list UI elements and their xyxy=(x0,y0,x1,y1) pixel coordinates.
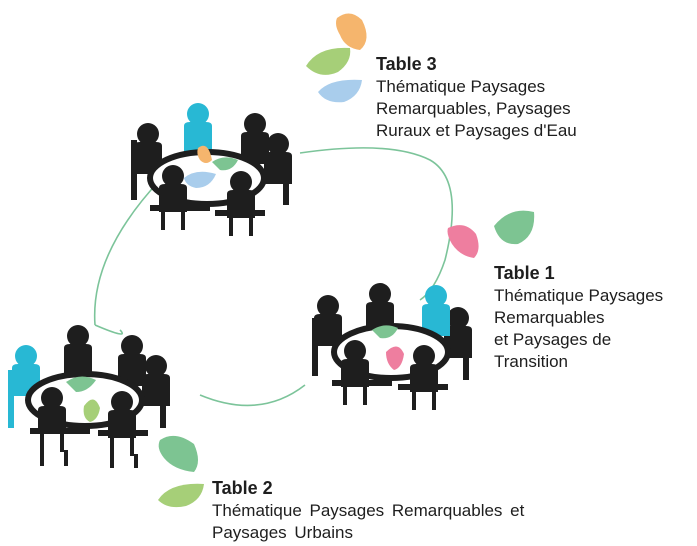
table-1-label: Table 1 Thématique Paysages Remarquables… xyxy=(494,262,663,373)
pink-leaf-icon xyxy=(447,225,479,258)
green-leaf-icon xyxy=(158,435,198,472)
table-1-line: Transition xyxy=(494,352,569,371)
table-2-label: Table 2 Thématique Paysages Remarquables… xyxy=(212,477,524,544)
table-3-line: Remarquables, Paysages xyxy=(376,99,571,118)
table-3-line: Thématique Paysages xyxy=(376,77,546,96)
person-highlight-icon xyxy=(184,103,212,154)
table-2-line: Paysages Urbains xyxy=(212,523,353,542)
green-leaf-icon xyxy=(494,210,535,245)
table-1-line: Remarquables xyxy=(494,308,605,327)
table-3-label: Table 3 Thématique Paysages Remarquables… xyxy=(376,53,577,142)
table-3-group xyxy=(131,13,367,236)
connection-path xyxy=(93,147,454,407)
table-2-line: Thématique Paysages Remarquables et xyxy=(212,501,525,520)
table-2-group xyxy=(8,325,204,508)
green-leaf-icon xyxy=(306,47,351,75)
table-3-line: Ruraux et Paysages d'Eau xyxy=(376,121,577,140)
table-1-group xyxy=(312,210,535,410)
table-3-title: Table 3 xyxy=(376,54,437,74)
blue-leaf-icon xyxy=(318,79,362,103)
orange-leaf-icon xyxy=(336,13,367,51)
table-1-title: Table 1 xyxy=(494,263,555,283)
table-2-title: Table 2 xyxy=(212,478,273,498)
table-1-line: Thématique Paysages xyxy=(494,286,664,305)
table-1-line: et Paysages de xyxy=(494,330,612,349)
lime-leaf-icon xyxy=(158,483,204,508)
